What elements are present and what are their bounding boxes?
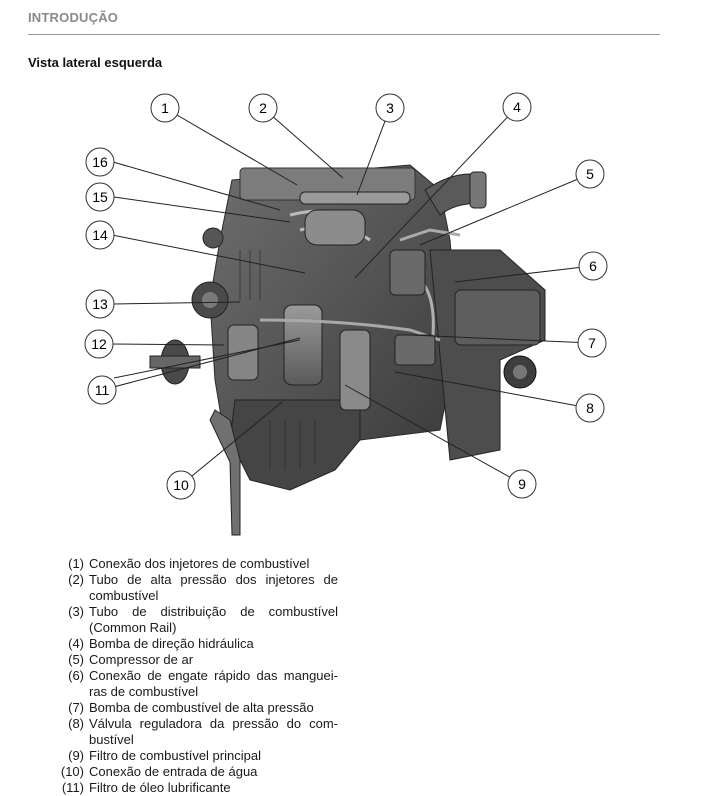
legend-item: (5) Compressor de ar [48, 652, 338, 668]
legend-text: Conexão de entrada de água [89, 764, 258, 779]
legend-text: Filtro de óleo lubrificante [89, 780, 231, 795]
svg-text:6: 6 [589, 258, 597, 274]
callout-11: 11 [87, 375, 117, 405]
legend-text: Conexão dos injetores de combustível [89, 556, 310, 571]
legend-number: (9) [68, 748, 84, 763]
legend-text: Válvula reguladora da pressão do com-bus… [89, 716, 338, 747]
legend-number: (2) [68, 572, 84, 587]
legend-text: Bomba de direção hidráulica [89, 636, 254, 651]
callout-1: 1 [150, 93, 180, 123]
legend-text: Filtro de combustível principal [89, 748, 261, 763]
legend-list: (1)Conexão dos injetores de combustível … [48, 556, 338, 796]
callout-8: 8 [575, 393, 605, 423]
callout-15: 15 [85, 182, 115, 212]
callout-10: 10 [166, 470, 196, 500]
svg-text:7: 7 [588, 335, 596, 351]
legend-item: (2) Tubo de alta pressão dos injetores de… [48, 572, 338, 604]
svg-text:15: 15 [92, 189, 108, 205]
engine-illustration [149, 164, 546, 536]
legend-number: (6) [68, 668, 84, 683]
callout-4: 4 [502, 92, 532, 122]
callout-9: 9 [507, 469, 537, 499]
svg-text:9: 9 [518, 476, 526, 492]
svg-text:1: 1 [161, 100, 169, 116]
svg-text:16: 16 [92, 154, 108, 170]
svg-text:12: 12 [91, 336, 107, 352]
legend-number: (1) [68, 556, 84, 571]
legend-item: (11) Filtro de óleo lubrificante [48, 780, 338, 796]
callouts: 1 2 3 4 5 6 7 8 9 10 11 12 13 14 15 16 [84, 92, 608, 500]
legend-item: (3) Tubo de distribuição de combustível (… [48, 604, 338, 636]
legend-number: (8) [68, 716, 84, 731]
callout-6: 6 [578, 251, 608, 281]
legend-number: (11) [61, 780, 84, 795]
svg-text:4: 4 [513, 99, 521, 115]
legend-text: Tubo de alta pressão dos injetores de co… [89, 572, 338, 603]
svg-text:3: 3 [386, 100, 394, 116]
legend-number: (10) [60, 764, 84, 779]
legend-text: Conexão de engate rápido das manguei-ras… [89, 668, 338, 699]
legend-item: (1) Conexão dos injetores de combustível [48, 556, 338, 572]
legend-item: (7) Bomba de combustível de alta pressão [48, 700, 338, 716]
legend-number: (7) [68, 700, 84, 715]
legend-item: (6) Conexão de engate rápido das manguei-… [48, 668, 338, 700]
legend-number: (4) [68, 636, 84, 651]
callout-3: 3 [375, 93, 405, 123]
callout-12: 12 [84, 329, 114, 359]
legend-item: (8) Válvula reguladora da pressão do com-… [48, 716, 338, 748]
leader-lines [101, 106, 593, 486]
svg-text:5: 5 [586, 166, 594, 182]
callout-2: 2 [248, 93, 278, 123]
callout-13: 13 [85, 289, 115, 319]
svg-text:14: 14 [92, 227, 108, 243]
legend-text: Compressor de ar [89, 652, 194, 667]
svg-text:8: 8 [586, 400, 594, 416]
figure-title: Vista lateral esquerda [28, 55, 163, 70]
legend-item: (4) Bomba de direção hidráulica [48, 636, 338, 652]
section-title: INTRODUÇÃO [28, 10, 119, 25]
callout-5: 5 [575, 159, 605, 189]
svg-text:10: 10 [173, 477, 189, 493]
header-divider [28, 34, 660, 35]
callout-14: 14 [85, 220, 115, 250]
svg-text:11: 11 [95, 382, 110, 398]
svg-text:13: 13 [92, 296, 108, 312]
legend-text: Bomba de combustível de alta pressão [89, 700, 314, 715]
legend-number: (5) [68, 652, 84, 667]
legend-item: (10) Conexão de entrada de água [48, 764, 338, 780]
legend-text: Tubo de distribuição de combustível (Com… [89, 604, 338, 635]
callout-16: 16 [85, 147, 115, 177]
callout-7: 7 [577, 328, 607, 358]
legend-number: (3) [68, 604, 84, 619]
legend-item: (9) Filtro de combustível principal [48, 748, 338, 764]
svg-text:2: 2 [259, 100, 267, 116]
